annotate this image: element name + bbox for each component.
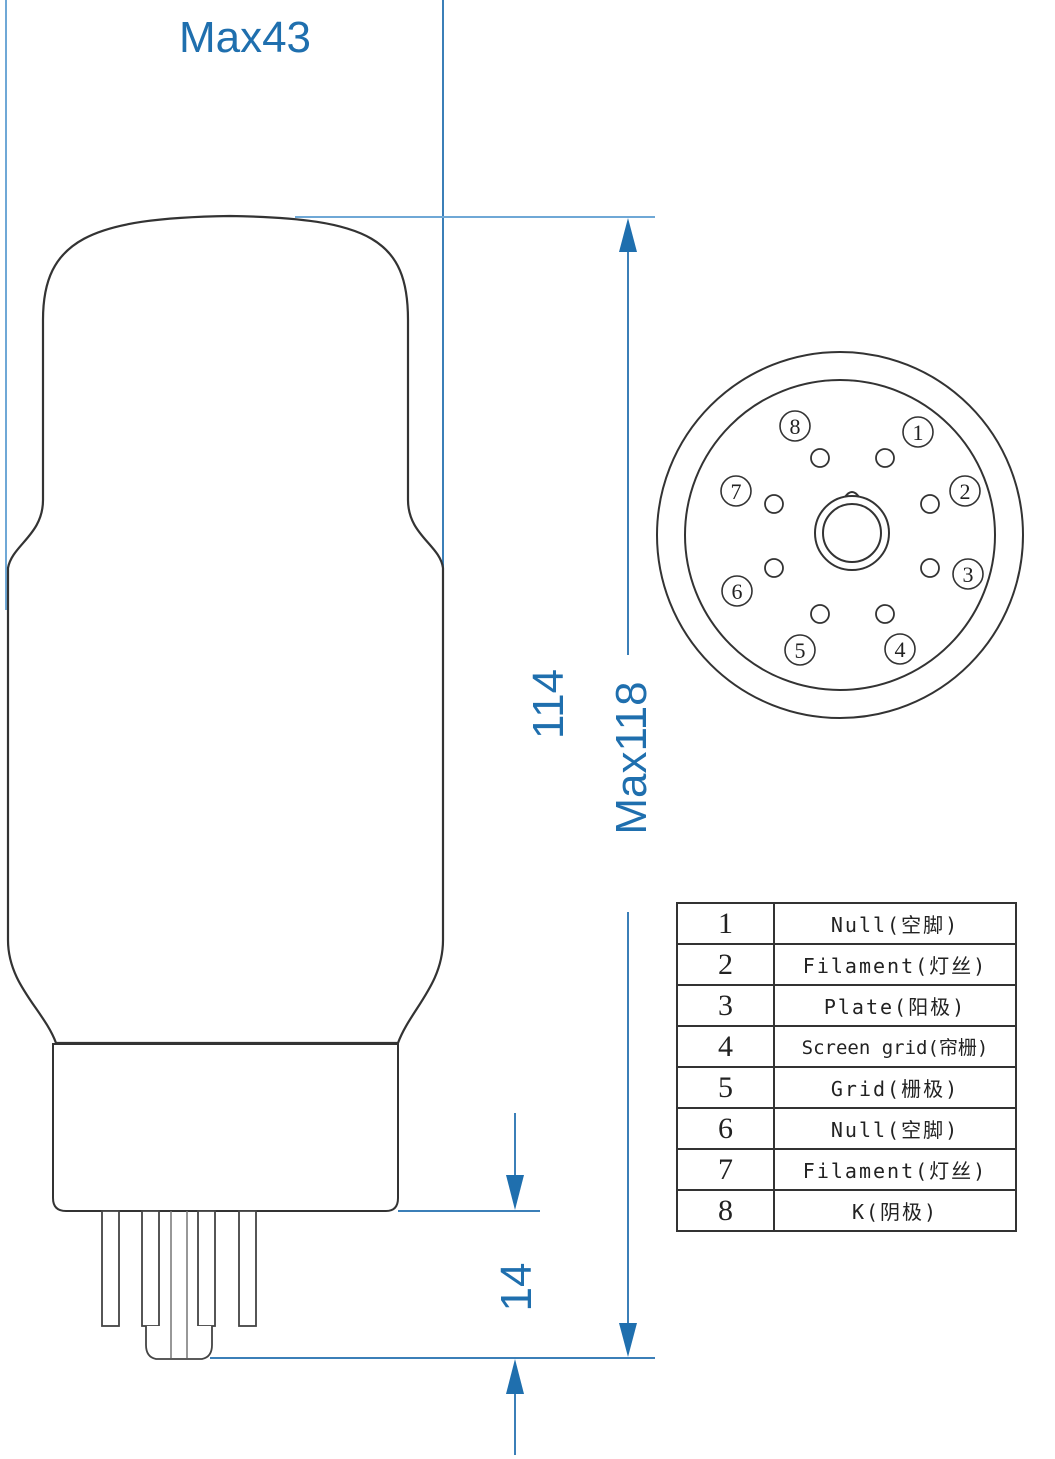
overall-height-label: Max118 <box>607 681 656 834</box>
width-dimension: Max43 <box>5 0 444 645</box>
width-label: Max43 <box>179 13 311 62</box>
pin-function-cell: Filament(灯丝) <box>773 1148 1017 1191</box>
pin-function-cell: K(阴极) <box>773 1189 1017 1232</box>
pin-label-7: 7 <box>731 479 742 504</box>
pin-number-cell: 7 <box>676 1148 775 1191</box>
table-row: 4 Screen grid(帘栅) <box>676 1025 1017 1068</box>
table-row: 5 Grid(栅极) <box>676 1066 1017 1109</box>
pin-length-label: 14 <box>492 1263 541 1312</box>
table-row: 3 Plate(阳极) <box>676 984 1017 1027</box>
table-row: 6 Null(空脚) <box>676 1107 1017 1150</box>
pin-number-texts: 1 2 3 4 5 6 7 8 <box>731 414 974 663</box>
pin-number-cell: 5 <box>676 1066 775 1109</box>
height-dimensions: Max118 114 <box>210 216 656 1359</box>
pin-function-table: 1 Null(空脚) 2 Filament(灯丝) 3 Plate(阳极) 4 … <box>676 902 1017 1232</box>
pin-number-cell: 3 <box>676 984 775 1027</box>
table-row: 8 K(阴极) <box>676 1189 1017 1232</box>
table-row: 1 Null(空脚) <box>676 902 1017 945</box>
pin-number-cell: 2 <box>676 943 775 986</box>
pin-function-cell: Plate(阳极) <box>773 984 1017 1027</box>
pin-number-labels <box>720 410 984 666</box>
pin-length-dimension: 14 <box>492 1113 541 1455</box>
pin-label-8: 8 <box>790 414 801 439</box>
table-row: 7 Filament(灯丝) <box>676 1148 1017 1191</box>
pin-function-cell: Null(空脚) <box>773 1107 1017 1150</box>
tube-base <box>52 1043 399 1212</box>
pin-number-cell: 4 <box>676 1025 775 1068</box>
base-bottom-view <box>656 351 1024 719</box>
pin-label-6: 6 <box>732 579 743 604</box>
pin-label-1: 1 <box>913 420 924 445</box>
body-height-label: 114 <box>524 669 573 739</box>
pin-label-3: 3 <box>963 562 974 587</box>
pin-number-cell: 6 <box>676 1107 775 1150</box>
tube-pins <box>101 1210 257 1360</box>
table-row: 2 Filament(灯丝) <box>676 943 1017 986</box>
pin-label-5: 5 <box>795 638 806 663</box>
pin-label-2: 2 <box>960 479 971 504</box>
pin-label-4: 4 <box>895 637 906 662</box>
pin-number-cell: 1 <box>676 902 775 945</box>
pin-function-cell: Filament(灯丝) <box>773 943 1017 986</box>
pin-function-cell: Null(空脚) <box>773 902 1017 945</box>
tube-envelope <box>6 214 445 1045</box>
pin-holes <box>764 448 940 624</box>
pin-number-cell: 8 <box>676 1189 775 1232</box>
pin-function-cell: Grid(栅极) <box>773 1066 1017 1109</box>
pin-function-cell: Screen grid(帘栅) <box>773 1025 1017 1068</box>
